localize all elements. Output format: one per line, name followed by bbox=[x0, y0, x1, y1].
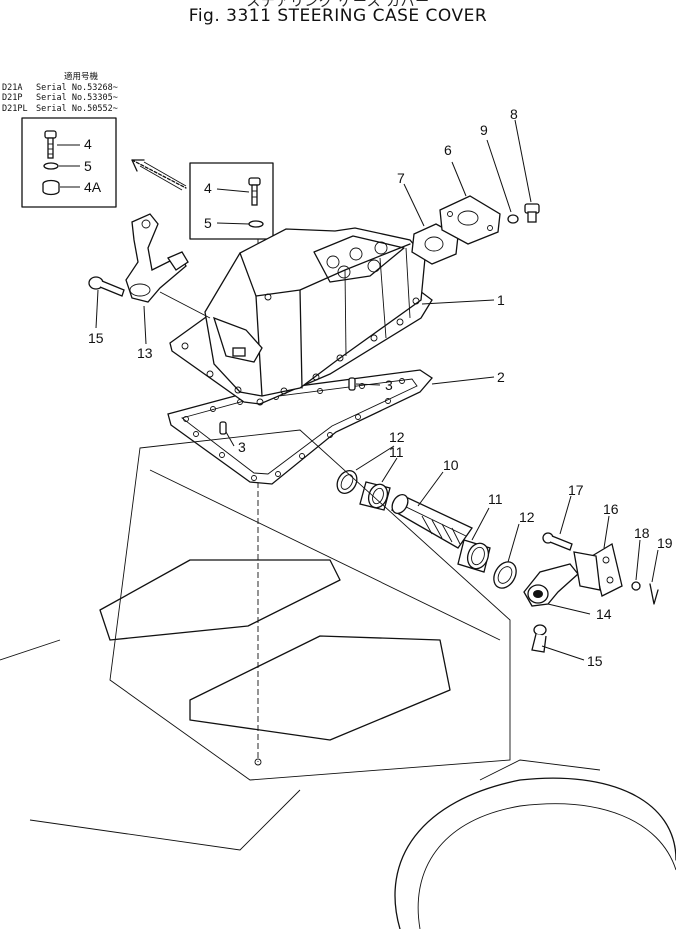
callout-12-upper: 12 bbox=[389, 429, 405, 445]
figure-title: Fig. 3311 STEERING CASE COVER bbox=[188, 6, 488, 26]
tractor-body-outline bbox=[0, 429, 676, 929]
callout-6: 6 bbox=[444, 142, 452, 158]
direction-arrow-icon bbox=[131, 159, 187, 191]
serial-number: Serial No.53268~ bbox=[36, 82, 118, 93]
dowel-pin-part bbox=[219, 421, 227, 435]
serial-number: Serial No.50552~ bbox=[36, 103, 118, 114]
steering-case-cover-part bbox=[169, 227, 433, 406]
bearing-part bbox=[457, 539, 491, 573]
washer-part bbox=[507, 214, 519, 224]
callout-3-lower: 3 bbox=[238, 439, 246, 455]
bolt-part bbox=[524, 203, 540, 223]
steering-shaft-part bbox=[390, 494, 473, 549]
bracket-part bbox=[573, 542, 623, 597]
callout-2: 2 bbox=[497, 369, 505, 385]
seal-ring-part bbox=[336, 470, 358, 494]
washer-icon bbox=[43, 162, 59, 170]
callout-5-inset: 5 bbox=[84, 158, 92, 174]
spacer-icon bbox=[42, 179, 60, 196]
callout-3-upper: 3 bbox=[385, 377, 393, 393]
pin-part bbox=[542, 532, 573, 551]
washer-part bbox=[631, 581, 641, 591]
callout-12-lower: 12 bbox=[519, 509, 535, 525]
callout-13: 13 bbox=[137, 345, 153, 361]
callout-7: 7 bbox=[397, 170, 405, 186]
model-name: D21P bbox=[2, 93, 23, 103]
callout-4-inset-mid: 4 bbox=[204, 180, 212, 196]
applicability-heading: 適用号機 bbox=[64, 72, 99, 82]
callout-11-lower: 11 bbox=[488, 491, 503, 507]
callout-11-upper: 11 bbox=[389, 444, 404, 460]
japanese-title: ステアリング ケース カバー bbox=[246, 0, 430, 10]
callout-4a-inset: 4A bbox=[84, 179, 102, 195]
callout-19: 19 bbox=[657, 535, 673, 551]
callout-15-right: 15 bbox=[587, 653, 603, 669]
callout-5-inset-mid: 5 bbox=[204, 215, 212, 231]
callout-18: 18 bbox=[634, 525, 650, 541]
callout-15-left: 15 bbox=[88, 330, 104, 346]
serial-row: D21A Serial No.53268~ bbox=[2, 83, 118, 94]
leader-lines bbox=[95, 119, 659, 661]
callout-14: 14 bbox=[596, 606, 612, 622]
dowel-pin-part bbox=[348, 377, 356, 391]
bolt-part bbox=[88, 276, 125, 297]
inset-box-middle bbox=[189, 162, 274, 240]
bolt-icon bbox=[248, 177, 261, 206]
callout-10: 10 bbox=[443, 457, 459, 473]
callout-17: 17 bbox=[568, 482, 584, 498]
callout-16: 16 bbox=[603, 501, 619, 517]
leader-line bbox=[159, 291, 211, 319]
steering-arm-part bbox=[125, 213, 189, 303]
model-name: D21A bbox=[2, 82, 23, 93]
callout-9: 9 bbox=[480, 122, 488, 138]
model-name: D21PL bbox=[2, 103, 28, 114]
washer-icon bbox=[248, 220, 264, 228]
callout-8: 8 bbox=[510, 106, 518, 122]
serial-number: Serial No.53305~ bbox=[36, 93, 118, 103]
cover-bolt-holes bbox=[181, 293, 420, 406]
bolt-part bbox=[531, 624, 547, 653]
serial-applicability-table: 適用号機 D21A Serial No.53268~ D21P Serial No.… bbox=[2, 72, 118, 114]
gasket-small-part bbox=[411, 223, 459, 265]
serial-row: D21P Serial No.53305~ bbox=[2, 93, 118, 104]
callout-1: 1 bbox=[497, 292, 505, 308]
bearing-part bbox=[359, 481, 391, 511]
cover-plate-part bbox=[439, 195, 501, 245]
lever-part bbox=[523, 563, 579, 607]
serial-row: D21PL Serial No.50552~ bbox=[2, 104, 118, 115]
cotter-pin-part bbox=[649, 583, 659, 605]
bolt-icon bbox=[44, 130, 57, 159]
inset-box-left bbox=[21, 117, 117, 208]
cover-bosses bbox=[326, 241, 388, 279]
callout-4-inset: 4 bbox=[84, 136, 92, 152]
seal-ring-part bbox=[493, 561, 517, 589]
